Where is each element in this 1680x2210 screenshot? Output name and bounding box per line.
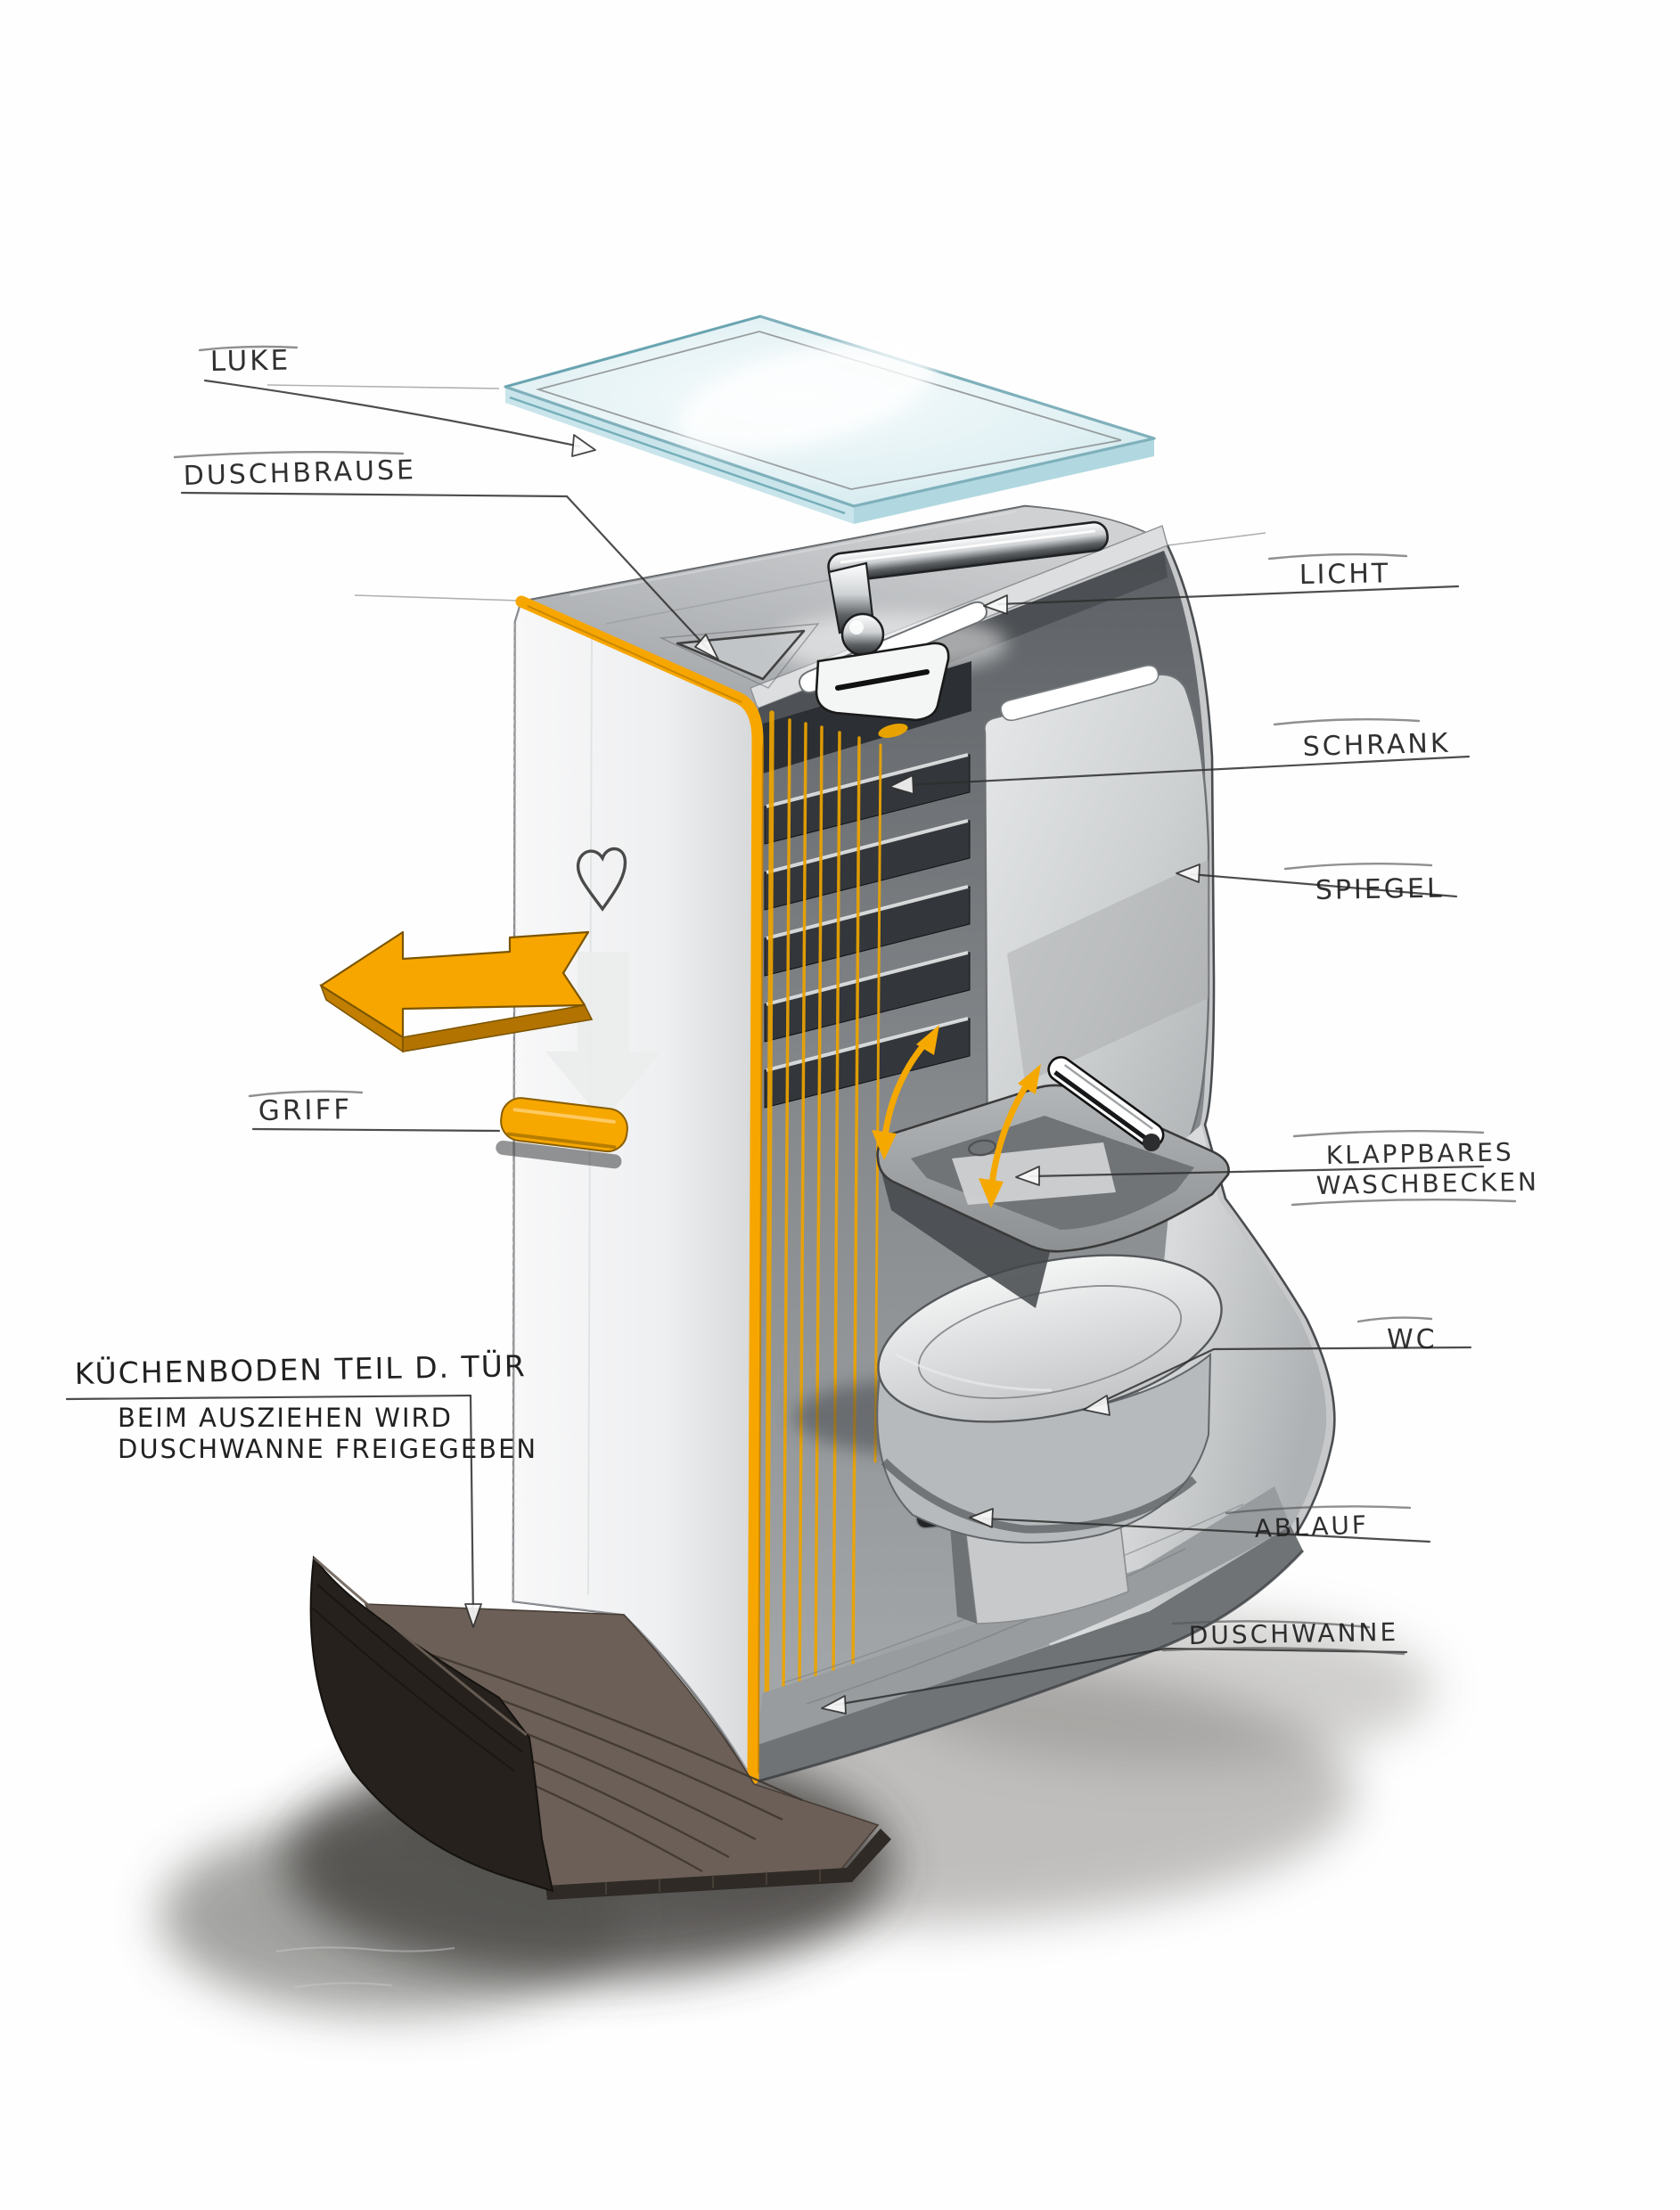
faucet-pivot: [1143, 1134, 1160, 1151]
leader-luke: [203, 379, 581, 448]
label-klappbares-line2: WASCHBECKEN: [1316, 1167, 1540, 1200]
leader-klappbares: [1028, 1165, 1485, 1178]
pull-arrow: [319, 930, 594, 1053]
label-wc-text: WC: [1387, 1324, 1438, 1355]
leader-schrank: [902, 755, 1471, 787]
label-schrank: SCHRANK: [889, 718, 1471, 795]
pull-arrow-face: [319, 930, 590, 1039]
annotation-line2: DUSCHWANNE FREIGEGEBEN: [118, 1434, 537, 1464]
hatch-inner-frame: [535, 331, 1122, 490]
door-handle: [496, 1097, 628, 1169]
shower-arm: [827, 520, 1109, 584]
annotations: LUKE DUSCHBRAUSE LICHT SCHRANK: [65, 344, 1540, 1715]
leader-duschbrause: [180, 491, 709, 651]
leader-kuechenboden: [469, 1395, 475, 1620]
label-ablauf-text: ABLAUF: [1254, 1510, 1369, 1543]
label-spiegel-text: SPIEGEL: [1315, 872, 1445, 906]
toilet-lid-line: [917, 1285, 1183, 1399]
label-griff-text: GRIFF: [258, 1093, 353, 1127]
leader-griff: [251, 1127, 501, 1133]
cabinet-shelves: [763, 661, 971, 1109]
leader-spiegel: [1189, 872, 1458, 898]
wooden-floor: [309, 1555, 891, 1900]
leader-duschwanne: [834, 1647, 1408, 1707]
orange-stripes: [764, 710, 882, 1774]
label-ablauf: ABLAUF: [969, 1505, 1431, 1543]
basin-overflow: [967, 1139, 997, 1157]
label-luke: LUKE: [198, 344, 596, 457]
leader-licht: [996, 585, 1460, 606]
leader-wc: [1096, 1346, 1472, 1405]
glass-hatch: [504, 315, 1156, 524]
door-panel: [496, 600, 758, 1784]
label-duschbrause-text: DUSCHBRAUSE: [183, 454, 416, 492]
watermark-arrow: [545, 952, 661, 1121]
label-wc: WC: [1083, 1316, 1472, 1416]
label-duschwanne: DUSCHWANNE: [821, 1617, 1408, 1715]
fold-arrows: [872, 1025, 1041, 1208]
label-licht: LICHT: [983, 552, 1460, 615]
label-klappbares-waschbecken: KLAPPBARES WASCHBECKEN: [1015, 1130, 1540, 1207]
plank-front-edge: [545, 1829, 891, 1900]
shelf-orange-detail: [878, 724, 908, 738]
faint-pencil-marks: [275, 1946, 455, 1988]
hatch-thickness: [854, 438, 1154, 524]
heart-icon: [576, 847, 627, 912]
label-klappbares-line1: KLAPPBARES: [1326, 1137, 1514, 1170]
leader-ablauf: [982, 1517, 1431, 1543]
mirror-light-top: [1000, 665, 1160, 722]
annotation-line1: BEIM AUSZIEHEN WIRD: [118, 1403, 453, 1433]
door-face: [512, 600, 758, 1784]
shower-ball-joint: [840, 612, 885, 657]
label-spiegel: SPIEGEL: [1176, 863, 1458, 906]
toilet: [793, 1254, 1223, 1544]
annotation-title: KÜCHENBODEN TEIL D. TÜR: [74, 1347, 527, 1391]
floor-curved-wall: [309, 1555, 554, 1893]
annotation-block: KÜCHENBODEN TEIL D. TÜR BEIM AUSZIEHEN W…: [65, 1347, 537, 1628]
label-schrank-text: SCHRANK: [1302, 728, 1451, 763]
label-duschwanne-text: DUSCHWANNE: [1189, 1617, 1399, 1650]
construction-guides: [266, 384, 1266, 602]
label-luke-text: LUKE: [210, 344, 291, 378]
label-duschbrause: DUSCHBRAUSE: [173, 451, 719, 660]
cabinet-unit: [496, 504, 1336, 1785]
label-licht-text: LICHT: [1299, 558, 1391, 591]
interior: [753, 551, 1327, 1784]
tray-front-lip: [754, 1526, 1303, 1782]
door-edge-accent: [515, 595, 764, 1785]
faucet: [1047, 1056, 1165, 1149]
label-griff: GRIFF: [248, 1090, 501, 1133]
